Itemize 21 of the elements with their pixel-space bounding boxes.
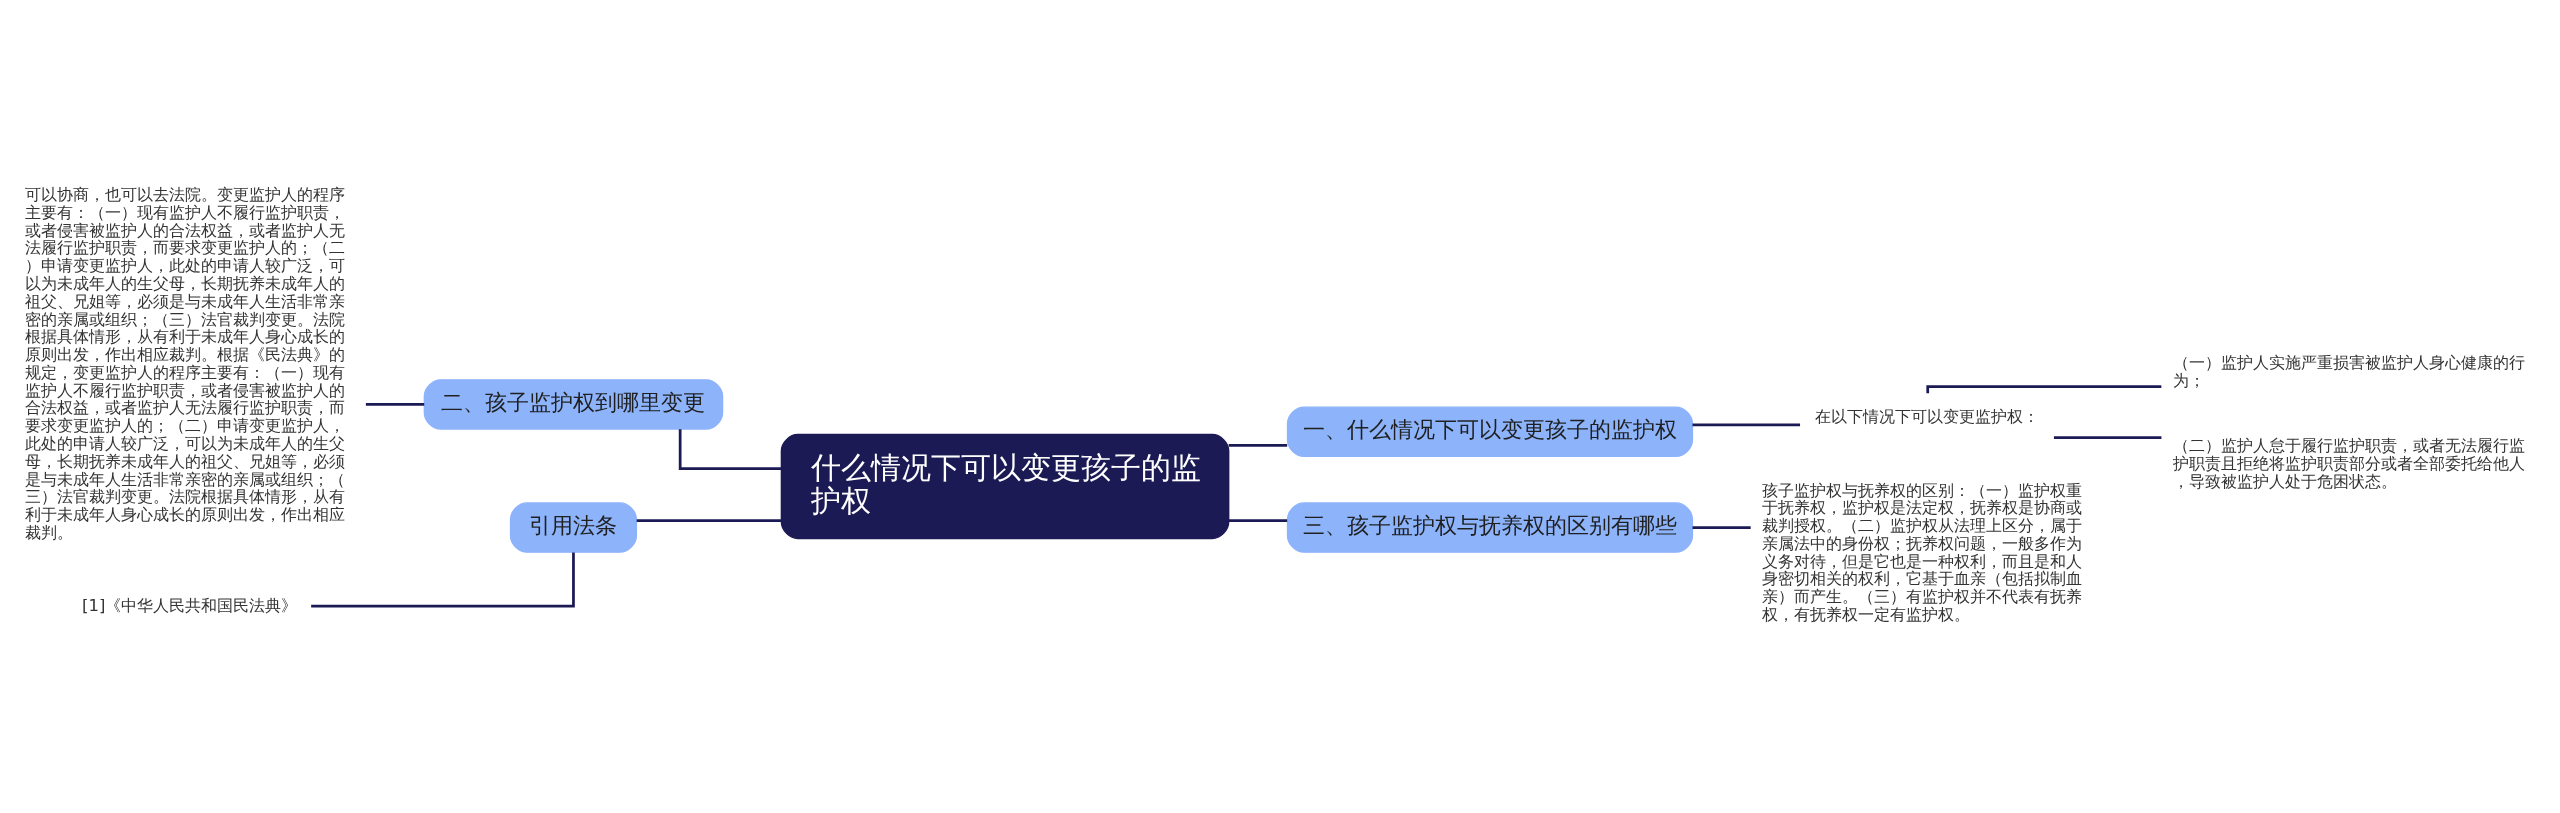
connector [678, 429, 782, 471]
connector [365, 403, 425, 406]
connector [1692, 423, 1801, 427]
node-text: （一）监护人实施严重损害被监护人身心健康的行为； [2172, 353, 2525, 391]
connector [2053, 436, 2162, 439]
node-text: （二）监护人怠于履行监护职责，或者无法履行监护职责且拒绝将监护职责部分或者全部委托给他人，导致被监护人处于危困状态。 [2172, 436, 2525, 491]
node-box: 一、什么情况下可以变更孩子的监护权 [1286, 406, 1694, 458]
connector [1228, 519, 1288, 523]
node-text: 可以协商，也可以去法院。变更监护人的程序主要有：（一）现有监护人不履行监护职责，或者侵害被监护人的合法权益，或者监护人无法履行监护职责，而要求变更监护人的；（二）申请变更监护人，此处的申请人较广泛，可以为未成年人的生父母，长期抚养未成年人的祖父、兄姐等，必须是与未成年人生活非常亲密的亲属或组织；（三）法官裁判变更。法院根据具体情形，从有利于未成年人身心成长的原则出发，作出相应裁判。根据《民法典》的规定，变更监护人的程序主要有：（一）现有监护人不履行监护职责，或者侵害被监护人的合法权益，或者监护人无法履行监护职责，而要求变更监护人的；（二）申请变更监护人，此处的申请人较广泛，可以为未成年人的生父母，长期抚养未成年人的祖父、兄姐等，必须是与未成年人生活非常亲密的亲属或组织；（三）法官裁判变更。法院根据具体情形，从有利于未成年人身心成长的原则出发，作出相应裁判。 [24, 185, 345, 542]
node-text: 孩子监护权与抚养权的区别：（一）监护权重于抚养权，监护权是法定权，抚养权是协商或裁判授权。（二）监护权从法理上区分，属于亲属法中的身份权；抚养权问题，一般多作为义务对待，但是它也是一种权利，而且是和人身密切相关的权利，它基于血亲（包括拟制血亲）而产生。（三）有监护权并不代表有抚养权，有抚养权一定有监护权。 [1762, 480, 2083, 625]
connector [311, 552, 575, 608]
connector [1692, 526, 1751, 529]
node-box: 引用法条 [509, 502, 638, 553]
connector [1926, 385, 2162, 394]
connector [636, 519, 781, 523]
node-box: 三、孩子监护权与抚养权的区别有哪些 [1286, 502, 1694, 553]
node-box: 二、孩子监护权到哪里变更 [423, 379, 724, 430]
node-text: 在以下情况下可以变更监护权： [1815, 407, 2040, 427]
node-box: 什么情况下可以变更孩子的监护权 [780, 433, 1230, 540]
node-text: [1]《中华人民共和国民法典》 [82, 596, 298, 616]
connector [1228, 444, 1288, 447]
